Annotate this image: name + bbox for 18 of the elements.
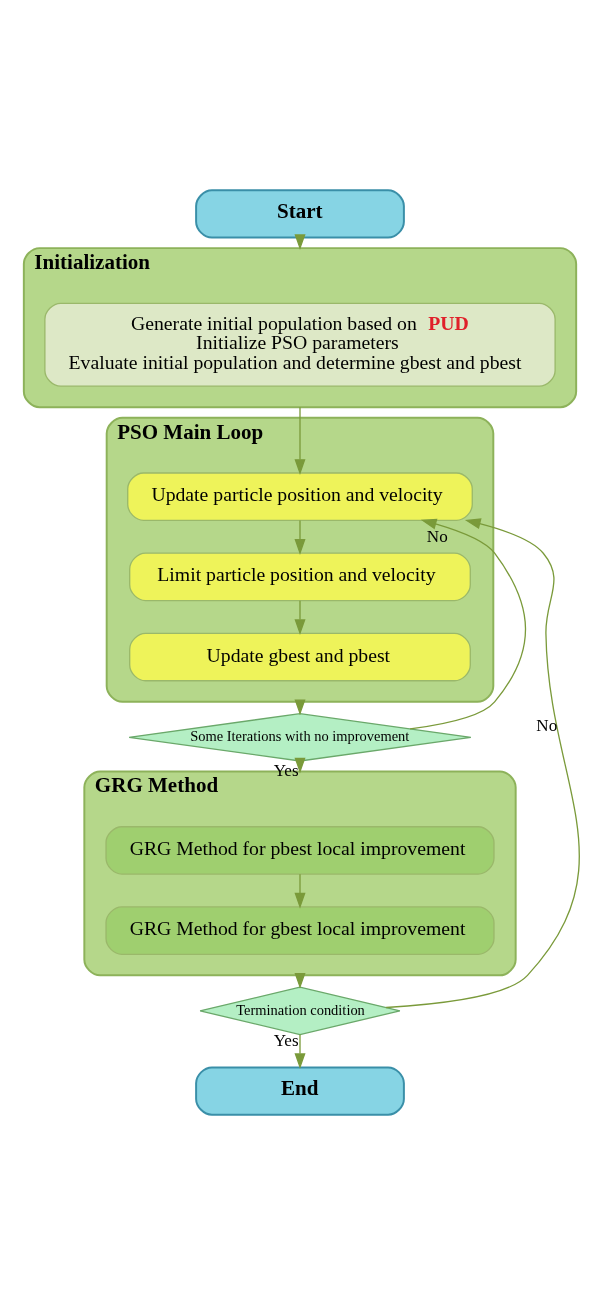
arrow [294,873,306,909]
edge-label: No [426,526,448,546]
arrow [294,599,306,635]
arrow [294,233,306,250]
arrow [409,518,527,730]
arrow [385,517,580,1008]
arrow [294,1033,306,1069]
node-box: Limit particle position and velocity [129,552,471,601]
node-box: Update gbest and pbest [129,632,471,681]
arrow [294,406,306,475]
node-box: End [195,1065,405,1116]
edge-label: No [536,715,558,735]
node-box: GRG Method for gbest local improvement [105,905,495,955]
node-box: Generate initial population based on PUD Initialize PSO parameters Evaluate initial population and determine gbest and pbest [44,302,556,387]
node-diamond: Termination condition [199,986,401,1035]
arrow [294,519,306,555]
node-box: Update particle position and velocity [127,471,473,521]
node-box: GRG Method for pbest local improvement [105,825,495,875]
